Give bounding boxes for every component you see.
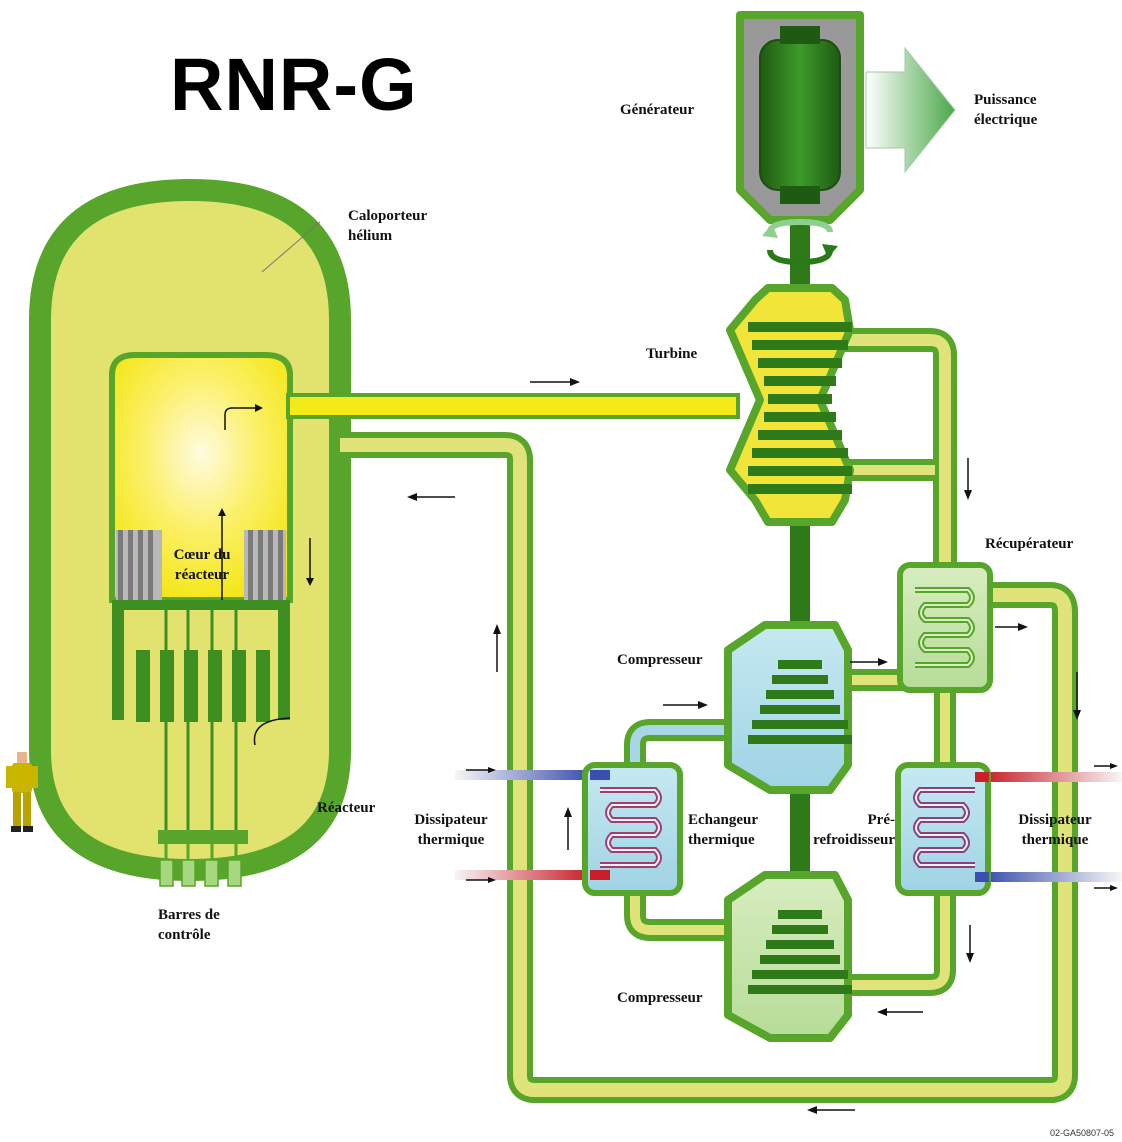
heat-exchanger <box>455 762 683 896</box>
reference-code: 02-GA50807-05 <box>1050 1128 1115 1138</box>
turbine-bypass-pipe <box>845 328 957 570</box>
generator-label: Générateur <box>620 102 695 118</box>
core-fuel-rods <box>116 530 286 600</box>
pre-cooler <box>895 762 1122 896</box>
compressor-bottom <box>724 871 852 1042</box>
recuperator-label: Récupérateur <box>985 536 1074 552</box>
reactor-label: Réacteur <box>317 800 376 816</box>
diagram-title: RNR-G <box>170 43 418 126</box>
power-output-arrow <box>865 46 956 174</box>
pre-cooler-label: Pré-refroidisseur <box>813 812 895 848</box>
recuperator <box>897 562 993 693</box>
compressor-bottom-label: Compresseur <box>617 990 703 1006</box>
low-pressure-pipes <box>624 669 956 996</box>
turbine <box>726 284 854 526</box>
compressor-top <box>724 621 852 794</box>
person-scale-icon <box>6 752 38 832</box>
return-loop-pipe <box>340 432 1078 1103</box>
compressor-top-label: Compresseur <box>617 652 703 668</box>
hot-leg-pipe <box>286 393 740 419</box>
flow-arrows <box>407 378 1118 1114</box>
control-rods <box>158 830 248 887</box>
turbine-label: Turbine <box>646 346 698 362</box>
generator <box>736 11 864 224</box>
reactor-core <box>109 352 314 840</box>
rotation-arrow <box>762 218 838 266</box>
